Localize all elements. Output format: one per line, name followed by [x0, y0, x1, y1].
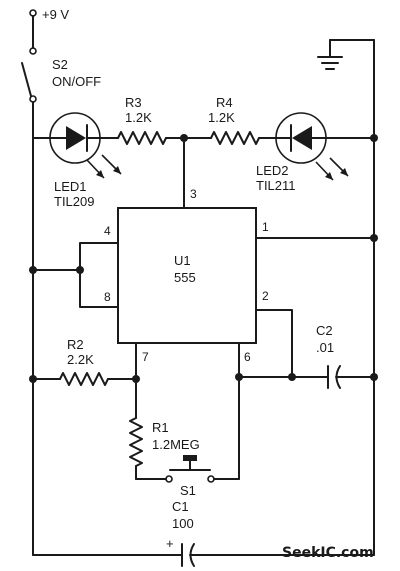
- led2-part: TIL211: [256, 178, 296, 193]
- led1-light-arrows: [86, 154, 122, 179]
- r3-ref: R3: [125, 95, 142, 110]
- r1-value: 1.2MEG: [152, 437, 200, 452]
- r2-ref: R2: [67, 337, 84, 352]
- c2-ref: C2: [316, 323, 333, 338]
- r3-value: 1.2K: [125, 110, 152, 125]
- led2-diode: [275, 112, 327, 164]
- pin2-label: 2: [262, 289, 269, 303]
- c2-value: .01: [316, 340, 334, 355]
- r4-resistor: [210, 131, 260, 145]
- led1-part: TIL209: [54, 194, 94, 209]
- pin1-label: 1: [262, 220, 269, 234]
- r2-value: 2.2K: [67, 352, 94, 367]
- pin8-label: 8: [104, 290, 111, 304]
- led1-diode: [49, 112, 101, 164]
- pin4-label: 4: [104, 224, 111, 238]
- s2-switch: [21, 47, 37, 103]
- led2-light-arrows: [315, 157, 349, 181]
- pin4-pin8-loop-wire: [79, 242, 119, 308]
- r2-resistor: [59, 372, 109, 386]
- right-rail-junction-top: [370, 134, 378, 142]
- watermark: SeekIC.com: [282, 545, 374, 561]
- s1-pushbutton: [165, 455, 215, 483]
- c1-ref: C1: [172, 499, 189, 514]
- u1-ic-body: [117, 207, 257, 344]
- pin2-wire: [255, 309, 293, 378]
- c1-polarity: +: [166, 536, 174, 551]
- pin7-label: 7: [142, 350, 149, 364]
- c1-value: 100: [172, 516, 194, 531]
- r4-value: 1.2K: [208, 110, 235, 125]
- pin4-8-junction: [76, 266, 84, 274]
- s1-ref: S1: [180, 483, 196, 498]
- s2-ref: S2: [52, 57, 68, 72]
- r1-resistor: [129, 417, 143, 467]
- supply-label: +9 V: [42, 7, 69, 22]
- led1-ref: LED1: [54, 179, 87, 194]
- s2-value: ON/OFF: [52, 74, 101, 89]
- r1-ref: R1: [152, 420, 169, 435]
- r4-ref: R4: [216, 95, 233, 110]
- pin3-label: 3: [190, 187, 197, 201]
- u1-part: 555: [174, 270, 196, 285]
- led2-ref: LED2: [256, 163, 289, 178]
- pin6-label: 6: [244, 350, 251, 364]
- ground-symbol: [317, 39, 375, 70]
- left-rail-junction-pin48: [29, 266, 37, 274]
- u1-ref: U1: [174, 253, 191, 268]
- r3-resistor: [117, 131, 167, 145]
